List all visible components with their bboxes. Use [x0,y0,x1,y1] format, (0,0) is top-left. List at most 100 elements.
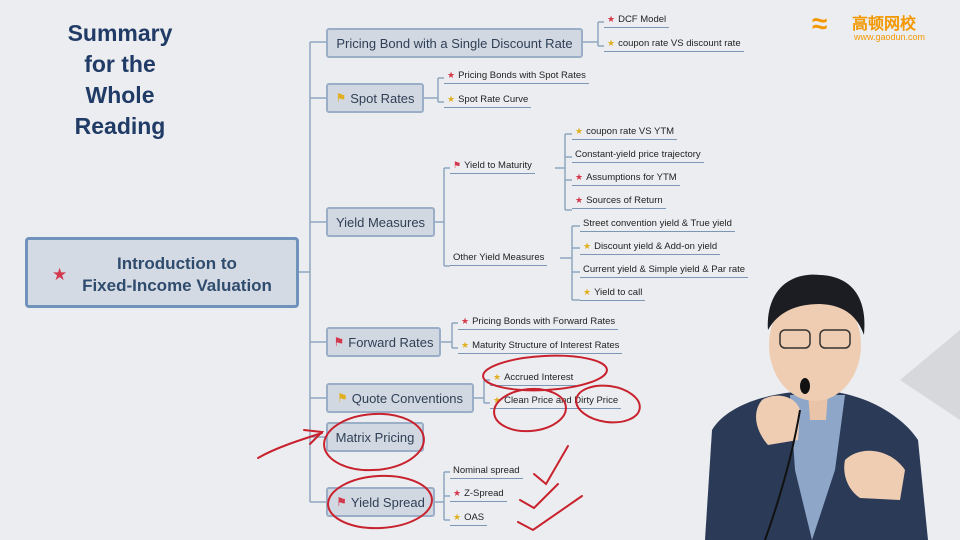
leaf-sources-return: ★Sources of Return [572,195,666,209]
leaf-label: Discount yield & Add-on yield [594,241,718,252]
slide-title-line: for the [84,51,156,77]
leaf-accrued-interest: ★Accrued Interest [490,372,577,386]
leaf-z-spread: ★Z-Spread [450,488,507,502]
mic-cable [764,409,801,540]
flag-icon: ⚑ [335,91,347,105]
branch-forward-rates: ⚑ Forward Rates [326,327,441,357]
leaf-label: coupon rate VS discount rate [618,38,741,49]
branch-spot-rates: ⚑ Spot Rates [326,83,424,113]
leaf-coupon-vs-ytm: ★coupon rate VS YTM [572,126,678,140]
branch-label: Pricing Bond with a Single Discount Rate [336,35,573,51]
branch-label: Yield Measures [335,214,426,230]
leaf-current-simple-par: Current yield & Simple yield & Par rate [580,264,749,278]
logo-url: www.gaodun.com [854,32,926,42]
leaf-yield-to-call: ★Yield to call [580,287,646,301]
star-icon: ★ [453,488,462,498]
leaf-constant-yield: Constant-yield price trajectory [572,149,704,163]
presenter-hand-right [844,450,905,500]
star-icon: ★ [583,241,592,251]
flag-icon: ⚑ [336,391,348,405]
leaf-coupon-vs-discount: ★coupon rate VS discount rate [604,38,744,52]
branch-matrix-pricing: Matrix Pricing [326,422,424,452]
branch-label: Yield Spread [350,494,425,510]
leaf-label: Street convention yield & True yield [583,218,732,229]
gaodun-logo: ≈ 高顿网校 www.gaodun.com [812,6,952,48]
ink-arrow-shaft [257,432,323,459]
ink-circle-dirty-price [575,384,641,424]
star-icon: ★ [447,94,456,104]
leaf-label: Current yield & Simple yield & Par rate [583,264,746,275]
star-icon: ★ [575,126,584,136]
leaf-nominal-spread: Nominal spread [450,465,523,479]
background-arrow [900,330,960,420]
star-icon: ★ [461,316,470,326]
slide-title-line: Reading [74,113,166,139]
star-icon: ★ [575,172,584,182]
leaf-label: Yield to Maturity [464,160,532,171]
star-icon: ★ [447,70,456,80]
star-icon: ★ [607,14,616,24]
leaf-ytm: ⚑Yield to Maturity [450,160,535,174]
flag-icon: ⚑ [453,160,462,170]
flag-icon: ⚑ [333,335,345,349]
leaf-dcf-model: ★DCF Model [604,14,670,28]
star-icon: ★ [453,512,462,522]
ink-check-oas [517,495,583,532]
branch-label: Spot Rates [350,90,415,106]
logo-mark-icon: ≈ [812,8,828,39]
leaf-label: Clean Price and Dirty Price [504,395,619,406]
leaf-label: Assumptions for YTM [586,172,677,183]
branch-yield-measures: Yield Measures [326,207,435,237]
branch-quote-conventions: ⚑ Quote Conventions [326,383,474,413]
star-icon: ★ [575,195,584,205]
leaf-street-true: Street convention yield & True yield [580,218,735,232]
ink-check-z-spread [519,483,559,510]
leaf-other-yield: Other Yield Measures [450,252,548,266]
leaf-label: Constant-yield price trajectory [575,149,701,160]
presenter-face [769,289,861,401]
leaf-label: Other Yield Measures [453,252,545,263]
leaf-maturity-structure: ★Maturity Structure of Interest Rates [458,340,623,354]
branch-label: Quote Conventions [351,390,464,406]
ink-arrow-head [303,429,325,445]
root-label-line2: Fixed-Income Valuation [82,276,272,295]
leaf-label: Maturity Structure of Interest Rates [472,340,620,351]
leaf-label: Pricing Bonds with Spot Rates [458,70,586,81]
leaf-oas: ★OAS [450,512,488,526]
ink-circle-matrix-pricing [323,412,425,472]
leaf-label: Sources of Return [586,195,663,206]
leaf-spot-curve: ★Spot Rate Curve [444,94,532,108]
star-icon: ★ [493,395,502,405]
glasses-left [779,329,811,349]
leaf-label: Z-Spread [464,488,504,499]
star-icon: ★ [583,287,592,297]
logo-text: 高顿网校 [852,16,917,33]
presenter-hand-left [756,395,800,445]
branch-label: Forward Rates [348,334,434,350]
star-icon: ★ [52,265,68,284]
branch-pricing-single-rate: Pricing Bond with a Single Discount Rate [326,28,583,58]
leaf-label: Spot Rate Curve [458,94,529,105]
glasses-right [819,329,851,349]
branch-label: Matrix Pricing [335,429,415,445]
slide-title-line: Whole [85,82,155,108]
branch-yield-spread: ⚑ Yield Spread [326,487,435,517]
leaf-label: coupon rate VS YTM [586,126,675,137]
slide-title-line: Summary [67,20,173,46]
leaf-pricing-forward: ★Pricing Bonds with Forward Rates [458,316,619,330]
leaf-pricing-spot: ★Pricing Bonds with Spot Rates [444,70,589,84]
root-node: ★ Introduction to Fixed-Income Valuation [25,237,299,308]
leaf-label: DCF Model [618,14,667,25]
leaf-assumptions-ytm: ★Assumptions for YTM [572,172,680,186]
ink-circle-yield-spread [327,474,433,530]
leaf-label: OAS [464,512,485,523]
leaf-label: Accrued Interest [504,372,574,383]
leaf-label: Yield to call [594,287,643,298]
leaf-discount-addon: ★Discount yield & Add-on yield [580,241,721,255]
leaf-label: Nominal spread [453,465,520,476]
star-icon: ★ [607,38,616,48]
flag-icon: ⚑ [336,495,347,509]
